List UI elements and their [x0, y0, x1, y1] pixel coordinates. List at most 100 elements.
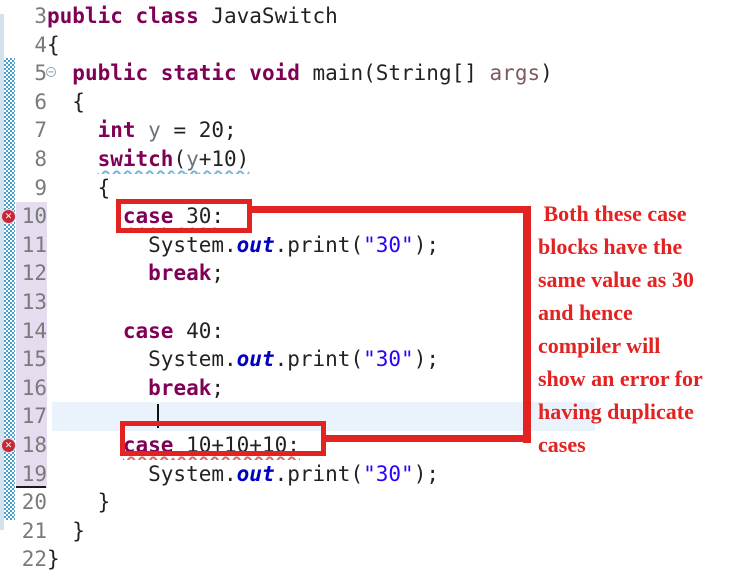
text-caret	[157, 404, 159, 429]
code-line[interactable]: 8 switch(y+10)	[0, 145, 743, 174]
code-text[interactable]: public class JavaSwitch	[47, 2, 743, 31]
line-number[interactable]: 11	[0, 230, 47, 260]
code-token: y	[148, 118, 161, 143]
code-token	[47, 204, 123, 228]
code-line[interactable]: 19 System.out.print("30");	[0, 459, 743, 489]
line-number[interactable]: 4	[34, 32, 47, 57]
code-token: 40:	[173, 318, 225, 343]
code-text[interactable]: break;	[47, 374, 743, 403]
code-token: "30"	[363, 232, 414, 257]
annotation-note-line: and hence	[538, 300, 633, 325]
code-token: break	[148, 375, 212, 400]
line-number[interactable]: 21	[21, 518, 47, 543]
line-number[interactable]: 13	[0, 287, 47, 317]
code-text[interactable]: public static void main(String[] args)	[47, 59, 743, 88]
code-token: switch	[97, 146, 174, 171]
annotation-note-line: same value as 30	[538, 267, 694, 292]
code-token: {	[47, 89, 85, 114]
line-number[interactable]: 17	[0, 402, 47, 431]
code-token	[47, 319, 123, 343]
annotation-note-line: show an error for	[538, 366, 703, 391]
code-line[interactable]: 7 int y = 20;	[0, 116, 743, 145]
code-token: public static void	[72, 61, 300, 86]
code-token: );	[413, 347, 439, 372]
code-text[interactable]: switch(y+10)	[47, 145, 743, 174]
code-token: System.	[47, 461, 237, 486]
line-number[interactable]: 14	[0, 316, 47, 346]
line-number[interactable]: 22	[21, 547, 47, 572]
code-line[interactable]: 16 break;	[0, 373, 743, 403]
code-text[interactable]: }	[47, 545, 743, 574]
line-number[interactable]: 12	[0, 259, 47, 288]
code-token: out	[236, 347, 275, 372]
code-token: );	[413, 232, 439, 257]
code-text[interactable]: }	[47, 517, 743, 546]
code-token: case	[122, 204, 174, 229]
code-line[interactable]: 13	[0, 287, 743, 317]
code-line[interactable]: 9 {	[0, 174, 743, 203]
line-number[interactable]: 16	[0, 373, 47, 403]
code-token: public class	[47, 4, 199, 28]
line-number[interactable]: 15	[0, 345, 47, 374]
code-token: = 20;	[160, 118, 237, 143]
code-text[interactable]: case 30:	[47, 202, 743, 231]
annotation-connector-top	[250, 206, 531, 213]
annotation-box-case-30	[116, 199, 252, 233]
code-text[interactable]: break;	[47, 259, 743, 288]
code-text[interactable]: System.out.print("30");	[47, 231, 743, 260]
fold-collapse-icon[interactable]: −	[46, 67, 56, 79]
line-number[interactable]: 8	[34, 146, 47, 171]
code-text[interactable]: {	[47, 88, 743, 117]
annotation-note-line: having duplicate	[538, 399, 694, 424]
annotation-box-case-duplicate	[120, 421, 326, 456]
code-token	[47, 118, 98, 142]
code-line[interactable]: 15 System.out.print("30");	[0, 345, 743, 374]
code-line[interactable]: 11 System.out.print("30");	[0, 230, 743, 260]
code-token: int	[97, 118, 136, 143]
code-token: )	[540, 61, 553, 86]
line-number[interactable]: 5	[34, 61, 47, 86]
code-token: JavaSwitch	[198, 4, 338, 28]
line-number[interactable]: 20	[21, 490, 47, 515]
code-text[interactable]: int y = 20;	[47, 116, 743, 145]
code-token: .print(	[274, 347, 364, 372]
error-icon[interactable]: ✕	[2, 438, 15, 452]
code-line[interactable]: 14 case 40:	[0, 316, 743, 346]
code-text[interactable]: System.out.print("30");	[47, 345, 743, 374]
code-token: y	[186, 146, 199, 171]
code-line[interactable]: 21 }	[0, 517, 743, 546]
line-number[interactable]: 7	[34, 118, 47, 143]
code-line[interactable]: 12 break;	[0, 259, 743, 288]
code-line[interactable]: 20 }	[0, 488, 743, 517]
code-token: .print(	[274, 461, 364, 486]
error-icon[interactable]: ✕	[2, 210, 15, 224]
code-token: {	[47, 175, 111, 200]
code-text[interactable]: System.out.print("30");	[47, 460, 743, 489]
annotation-note-line: compiler will	[538, 333, 661, 358]
code-line[interactable]: 22}	[0, 545, 743, 574]
code-text[interactable]: {	[47, 31, 743, 60]
code-token: args	[489, 61, 541, 86]
code-text[interactable]: {	[47, 174, 743, 203]
code-token: main(String[]	[299, 61, 490, 86]
line-number[interactable]: 9	[34, 175, 47, 200]
error-squiggle-span: case 30:	[123, 204, 224, 228]
line-number[interactable]: 3	[34, 4, 47, 28]
code-text[interactable]: }	[47, 488, 743, 517]
code-token: "30"	[363, 347, 414, 372]
line-number[interactable]: 6	[34, 89, 47, 114]
code-line[interactable]: 10 case 30:✕	[0, 202, 743, 231]
annotation-note-line: cases	[538, 432, 586, 457]
code-line[interactable]: 4{	[0, 31, 743, 60]
code-token: {	[47, 32, 60, 57]
code-token: case	[122, 318, 174, 343]
code-line[interactable]: 6 {	[0, 88, 743, 117]
code-line[interactable]: 5 public static void main(String[] args)…	[0, 59, 743, 88]
code-token	[47, 376, 148, 400]
annotation-note-line: blocks have the	[538, 234, 683, 259]
line-number[interactable]: 19	[0, 459, 47, 489]
code-text[interactable]: case 40:	[47, 317, 743, 346]
